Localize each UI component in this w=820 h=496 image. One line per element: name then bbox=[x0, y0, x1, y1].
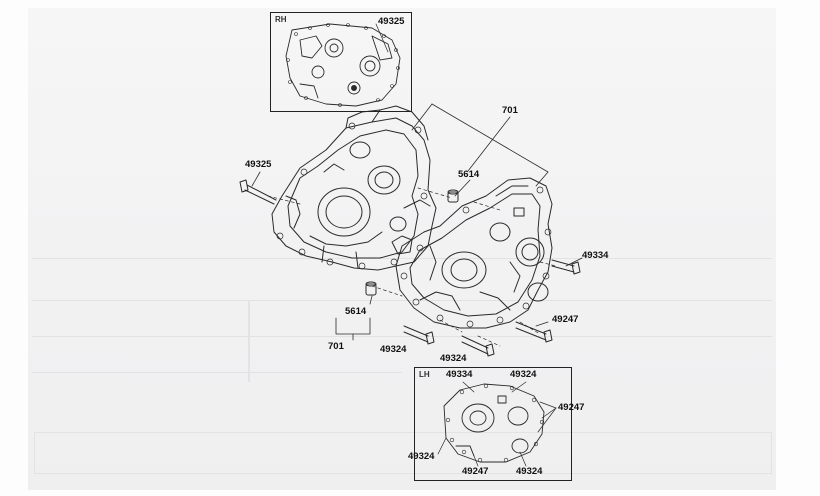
rh-inset-crankcase bbox=[285, 23, 401, 107]
lh-inset-crankcase bbox=[437, 381, 557, 467]
rh-crankcase-half bbox=[271, 105, 437, 271]
callout-5614-bottom: 5614 bbox=[345, 306, 367, 317]
rh-inset-frame bbox=[270, 12, 412, 112]
background-rule bbox=[32, 258, 772, 259]
lh-label-49247-right: 49247 bbox=[558, 402, 585, 413]
lh-crankcase-half bbox=[395, 177, 553, 329]
lh-label-49324-bottom: 49324 bbox=[516, 466, 543, 477]
callout-49324-lower-center: 49324 bbox=[440, 353, 467, 364]
background-rule bbox=[32, 300, 772, 301]
lh-label-49324-top: 49324 bbox=[510, 369, 537, 380]
background-rule bbox=[32, 372, 402, 373]
lh-inset-frame bbox=[414, 367, 572, 481]
lh-label-49334: 49334 bbox=[446, 369, 473, 380]
lh-label-49324-left: 49324 bbox=[408, 451, 435, 462]
lh-inset-tag: LH bbox=[419, 370, 430, 379]
lh-label-49247-bottom: 49247 bbox=[462, 466, 489, 477]
callout-49247-lower-right: 49247 bbox=[552, 314, 579, 325]
bolts bbox=[239, 179, 581, 357]
callout-701-bottom: 701 bbox=[328, 341, 344, 352]
callout-49324-lower-left: 49324 bbox=[380, 344, 407, 355]
background-rule bbox=[32, 336, 772, 337]
rh-inset-label: 49325 bbox=[378, 16, 405, 27]
background-form-box bbox=[248, 300, 250, 382]
scanned-page-background bbox=[28, 8, 776, 490]
rh-inset-tag: RH bbox=[275, 15, 287, 24]
callout-5614-top: 5614 bbox=[458, 169, 480, 180]
callout-49325-left: 49325 bbox=[245, 159, 272, 170]
background-form-box bbox=[34, 432, 772, 474]
leader-lines bbox=[251, 103, 583, 347]
callout-49334-right: 49334 bbox=[582, 250, 609, 261]
callout-701-top: 701 bbox=[502, 105, 518, 116]
dowel-pins bbox=[365, 189, 459, 296]
